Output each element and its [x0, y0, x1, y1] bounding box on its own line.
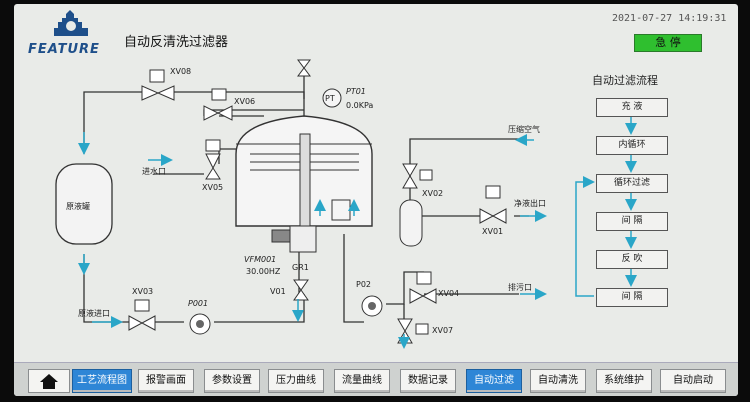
flow-step-loop-filter: 循环过滤 [596, 174, 668, 193]
flow-step-interval-2: 间 隔 [596, 288, 668, 307]
svg-text:XV08: XV08 [170, 67, 191, 76]
valve-xv06[interactable]: XV06 [203, 88, 255, 121]
pressure-tag: PT01 [346, 87, 366, 96]
svg-text:XV06: XV06 [234, 97, 255, 106]
nav-pressure-curve[interactable]: 压力曲线 [268, 369, 324, 393]
valve-v01[interactable]: V01 [270, 279, 309, 301]
vfd-frequency: 30.00HZ [246, 267, 281, 276]
gear-logo-icon [54, 10, 88, 36]
flow-step-fill: 充 液 [596, 98, 668, 117]
nav-auto-start[interactable]: 自动启动 [660, 369, 726, 393]
svg-text:XV05: XV05 [202, 183, 223, 192]
tank-label: 原液罐 [66, 201, 90, 211]
valve-xv07[interactable]: XV07 [397, 318, 453, 344]
pump-p001[interactable]: P001 [188, 299, 211, 335]
compressed-air-label: 压缩空气 [508, 124, 540, 134]
home-button[interactable] [28, 369, 70, 393]
valve-xv05[interactable]: XV05 [202, 139, 223, 192]
logo-text: FEATURE [28, 42, 100, 57]
vfd-tag: VFM001 [244, 255, 276, 264]
svg-text:XV04: XV04 [438, 289, 459, 298]
separator-vessel [399, 199, 423, 247]
nav-parameters[interactable]: 参数设置 [204, 369, 260, 393]
svg-text:XV03: XV03 [132, 287, 153, 296]
water-inlet-label: 进水口 [142, 166, 166, 176]
emergency-stop-button[interactable]: 急 停 [634, 34, 702, 52]
flow-step-interval: 间 隔 [596, 212, 668, 231]
flow-step-internal-loop: 内循环 [596, 136, 668, 155]
valve-xv04[interactable]: XV04 [409, 271, 459, 304]
raw-inlet-label: 原液进口 [78, 308, 110, 318]
valve-xv01[interactable]: XV01 [479, 185, 507, 236]
gr1-label: GR1 [292, 263, 309, 272]
process-diagram: 原液罐 PT PT01 0.0KPa VFM001 30. [55, 59, 637, 349]
auto-flow-title: 自动过滤流程 [592, 74, 658, 87]
nav-alarm[interactable]: 报警画面 [138, 369, 194, 393]
clean-outlet-label: 净液出口 [514, 198, 546, 208]
svg-text:XV02: XV02 [422, 189, 443, 198]
nav-data-log[interactable]: 数据记录 [400, 369, 456, 393]
svg-text:P001: P001 [188, 299, 208, 308]
svg-text:P02: P02 [356, 280, 371, 289]
drain-label: 排污口 [508, 282, 532, 292]
flow-step-backblow: 反 吹 [596, 250, 668, 269]
svg-text:PT: PT [325, 94, 335, 103]
bottom-navbar: 工艺流程图 报警画面 参数设置 压力曲线 流量曲线 数据记录 自动过滤 自动清洗… [14, 362, 738, 396]
valve-xv08[interactable]: XV08 [141, 67, 191, 101]
nav-auto-filter[interactable]: 自动过滤 [466, 369, 522, 393]
svg-text:XV07: XV07 [432, 326, 453, 335]
home-icon [40, 374, 58, 389]
nav-flow-curve[interactable]: 流量曲线 [334, 369, 390, 393]
raw-liquid-tank: 原液罐 [55, 163, 113, 245]
valve-xv02[interactable]: XV02 [402, 163, 443, 198]
valve-xv03[interactable]: XV03 [128, 287, 156, 331]
safety-valve-icon [297, 59, 311, 77]
page-title: 自动反清洗过滤器 [124, 35, 229, 50]
nav-system-maintenance[interactable]: 系统维护 [596, 369, 652, 393]
nav-process-diagram[interactable]: 工艺流程图 [72, 369, 132, 393]
svg-text:V01: V01 [270, 287, 286, 296]
flow-step-arrows [575, 115, 637, 297]
datetime: 2021-07-27 14:19:31 [612, 13, 727, 24]
hmi-screen: FEATURE 自动反清洗过滤器 2021-07-27 14:19:31 急 停 [14, 4, 738, 396]
svg-text:XV01: XV01 [482, 227, 503, 236]
flow-arrows [78, 132, 547, 349]
pressure-gauge: PT PT01 0.0KPa [322, 87, 373, 110]
motor-icon: VFM001 30.00HZ GR1 [244, 229, 309, 276]
header: FEATURE 自动反清洗过滤器 2021-07-27 14:19:31 急 停 [14, 4, 738, 60]
filter-vessel [235, 115, 373, 253]
pump-p02[interactable]: P02 [356, 280, 383, 317]
pressure-value: 0.0KPa [346, 101, 373, 110]
nav-auto-clean[interactable]: 自动清洗 [530, 369, 586, 393]
